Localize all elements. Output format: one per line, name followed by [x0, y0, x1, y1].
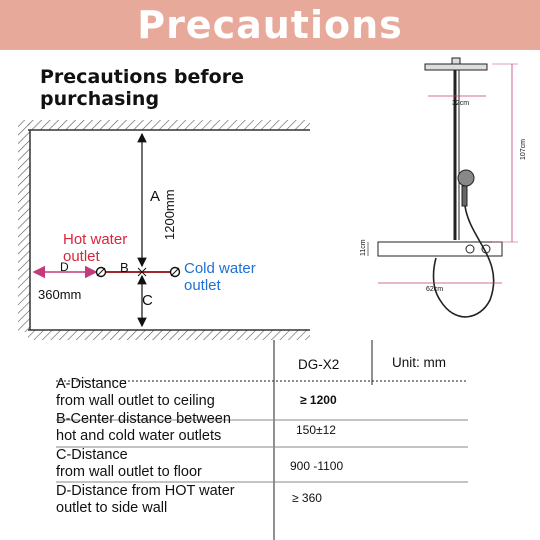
product-height-shelf: 11cm	[360, 239, 367, 256]
row-c-value: 900 -1100	[290, 459, 344, 473]
title-banner: Precautions	[0, 0, 540, 50]
label-d: D	[60, 260, 69, 274]
row-d-label: D-Distance from HOT water outlet to side…	[56, 483, 235, 516]
label-c: C	[142, 292, 153, 309]
label-d-dimension: 360mm	[38, 287, 82, 302]
product-drawing	[367, 57, 518, 318]
heading-line-1: Precautions before	[40, 66, 244, 88]
row-b-label: B-Center distance between hot and cold w…	[56, 411, 231, 444]
heading-line-2: purchasing	[40, 88, 160, 110]
side-wall	[18, 120, 31, 332]
row-d-value: ≥ 360	[292, 491, 322, 505]
row-a-value: ≥ 1200	[300, 393, 337, 407]
label-a: A	[150, 188, 161, 205]
row-b-value: 150±12	[296, 423, 336, 437]
specification-table: DG-X2 Unit: mm A-Distance from wall outl…	[0, 335, 540, 540]
label-hot-line-2: outlet	[63, 248, 100, 265]
label-hot-line-1: Hot water	[63, 231, 128, 248]
product-width-top: 32cm	[452, 100, 470, 107]
floor	[28, 329, 310, 340]
ceiling	[28, 120, 310, 131]
product-width-shelf: 62cm	[426, 286, 444, 293]
label-a-dimension: 1200mm	[162, 189, 177, 240]
label-cold-line-2: outlet	[184, 277, 221, 294]
banner-title: Precautions	[137, 3, 403, 47]
table-lines	[56, 340, 468, 540]
row-c-label: C-Distance from wall outlet to floor	[56, 447, 202, 480]
section-heading: Precautions before purchasing	[40, 66, 300, 110]
row-a-label: A-Distance from wall outlet to ceiling	[56, 376, 215, 409]
label-cold-line-1: Cold water	[184, 260, 256, 277]
unit-header: Unit: mm	[392, 355, 446, 370]
label-b: B	[120, 260, 129, 275]
product-height-total: 107cm	[520, 138, 527, 160]
model-header: DG-X2	[298, 357, 340, 372]
